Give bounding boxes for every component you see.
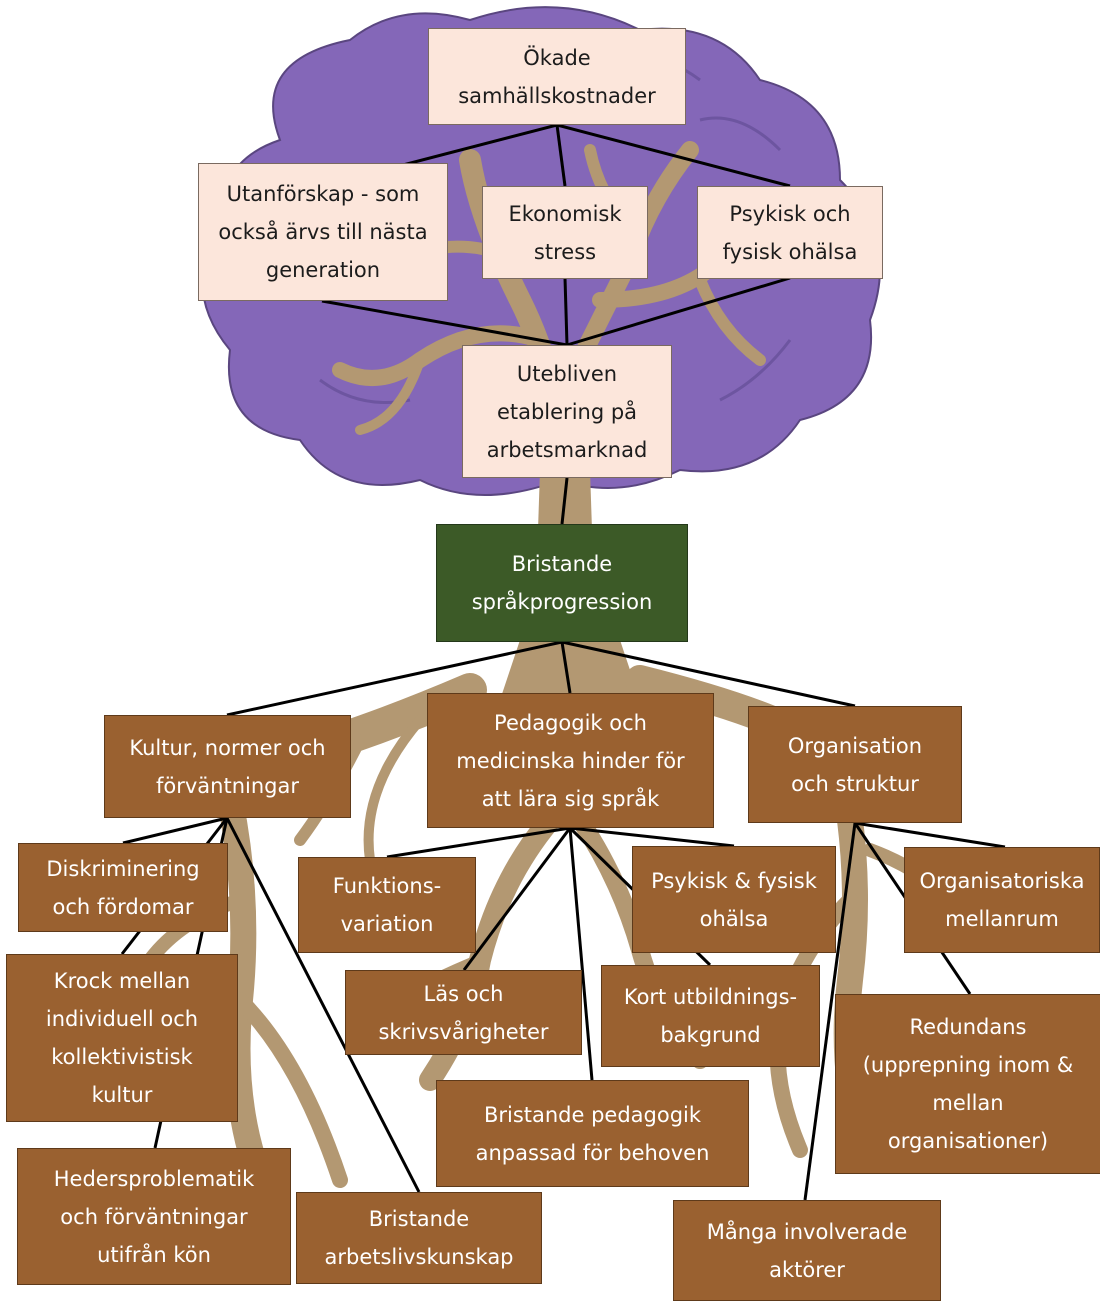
box-diskriminering: Diskriminering och fördomar xyxy=(18,843,228,932)
box-bristande-arbetslivskunskap: Bristande arbetslivskunskap xyxy=(296,1192,542,1284)
box-psykisk-fysisk-ohalsa-root: Psykisk & fysisk ohälsa xyxy=(632,846,836,953)
box-hedersproblematik: Hedersproblematik och förväntningar utif… xyxy=(17,1148,291,1285)
box-organisatoriska-mellanrum: Organisatoriska mellanrum xyxy=(904,847,1100,953)
box-las-och-skrivsvarigheter: Läs och skrivsvårigheter xyxy=(345,970,582,1055)
box-kultur-normer: Kultur, normer och förväntningar xyxy=(104,715,351,818)
box-funktionsvariation: Funktions- variation xyxy=(298,857,476,953)
box-krock-kultur: Krock mellan individuell och kollektivis… xyxy=(6,954,238,1122)
box-manga-involverade-aktorer: Många involverade aktörer xyxy=(673,1200,941,1301)
box-ekonomisk-stress: Ekonomisk stress xyxy=(482,186,648,279)
box-bristande-sprakprogression: Bristande språkprogression xyxy=(436,524,688,642)
box-pedagogik-medicinska-hinder: Pedagogik och medicinska hinder för att … xyxy=(427,693,714,828)
box-okade-samhallskostnader: Ökade samhällskostnader xyxy=(428,28,686,125)
box-organisation-struktur: Organisation och struktur xyxy=(748,706,962,823)
box-redundans: Redundans (upprepning inom & mellan orga… xyxy=(835,994,1100,1174)
box-utanforskap: Utanförskap - som också ärvs till nästa … xyxy=(198,163,448,301)
box-psykisk-fysisk-ohalsa-top: Psykisk och fysisk ohälsa xyxy=(697,186,883,279)
box-bristande-pedagogik: Bristande pedagogik anpassad för behoven xyxy=(436,1080,749,1187)
box-kort-utbildningsbakgrund: Kort utbildnings- bakgrund xyxy=(601,965,820,1067)
box-utebliven-etablering: Utebliven etablering på arbetsmarknad xyxy=(462,345,672,478)
